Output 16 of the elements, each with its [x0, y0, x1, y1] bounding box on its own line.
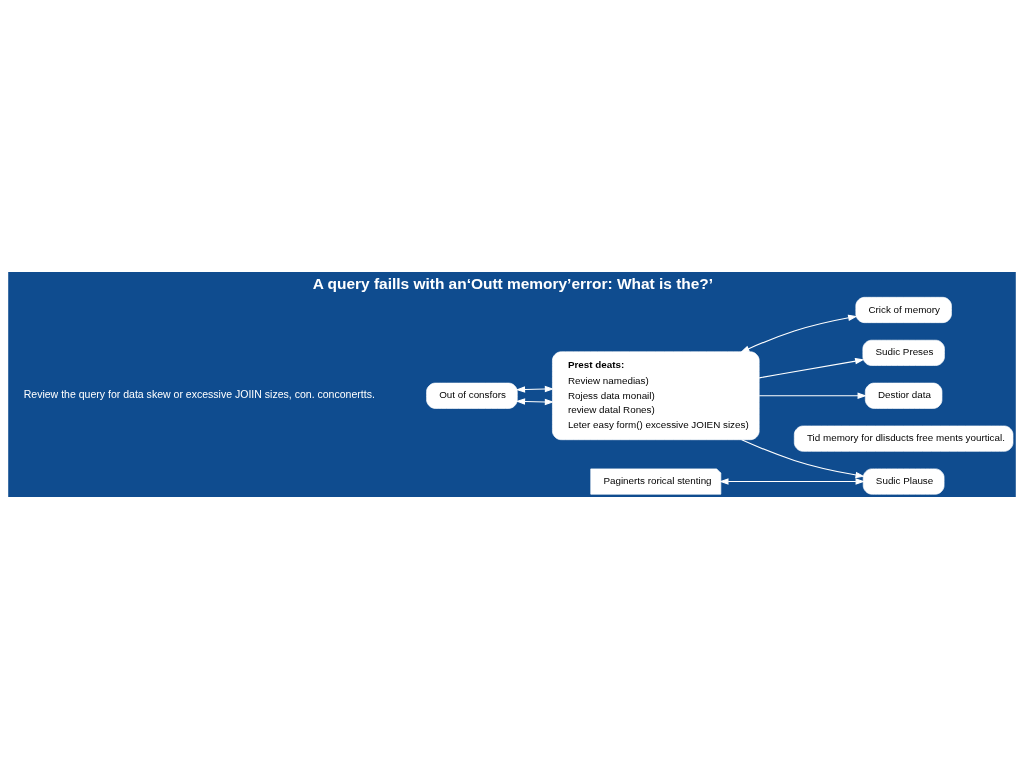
node-box: Destior data [864, 382, 943, 409]
diagram-title: A query faills with an‘Outt memory’error: What is the?’ [312, 274, 714, 292]
arrow [740, 314, 858, 352]
arrow [719, 477, 865, 485]
arrow [741, 438, 865, 478]
node-box: Tid memory for dlisducts free ments yourtical. [793, 425, 1014, 452]
label: Review the query for data skew or excessive JOIIN sizes, con. conconertts. [23, 387, 375, 400]
arrow [515, 397, 555, 405]
node-box: Sudic Preses [862, 339, 945, 366]
arrow [758, 392, 867, 399]
node-box: Sudic Plause [862, 468, 945, 495]
node-box: Prest deats: Review namedias) Rojess data monail) review datal Rones) Leter easy form() excessive JOIEN sizes) [552, 350, 760, 440]
node-box: Crick of memory [855, 296, 952, 323]
arrow [758, 357, 865, 378]
arrow [515, 385, 555, 393]
node-box: Out of consfors [426, 382, 518, 409]
